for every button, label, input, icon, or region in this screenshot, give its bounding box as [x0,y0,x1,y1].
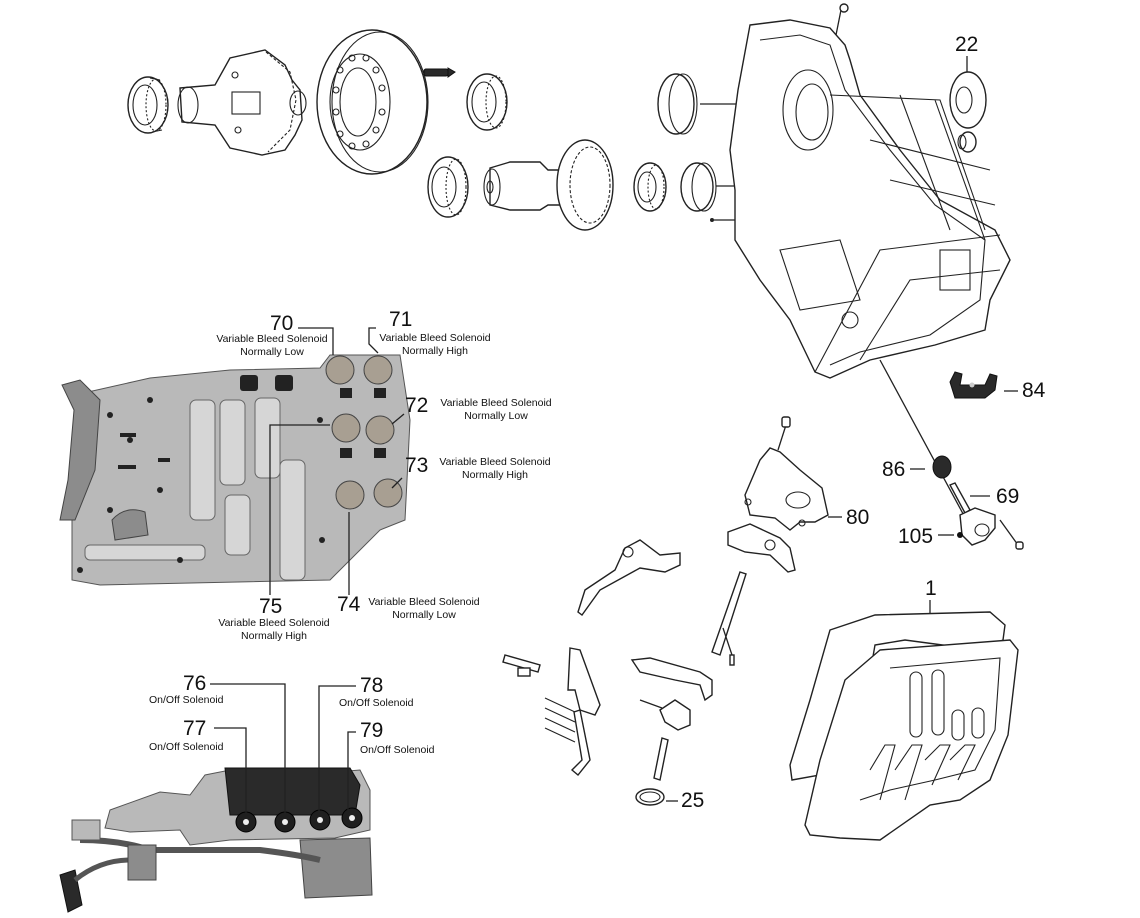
callout-77-number: 77 [183,717,207,740]
callout-1-number: 1 [925,577,937,600]
callout-76-number: 76 [183,672,207,695]
callout-78-number: 78 [360,674,384,697]
valve-body-leaders [269,327,405,595]
callout-75-line1: Variable Bleed Solenoid [218,617,330,629]
callout-70-label: Variable Bleed Solenoid Normally Low [212,333,332,359]
callout-22-number: 22 [955,33,979,56]
differential-case [177,49,307,156]
bracket-84 [949,371,1018,399]
oil-seal [949,56,987,129]
callout-73-line2: Normally High [462,469,528,481]
callout-74-line1: Variable Bleed Solenoid [368,596,480,608]
callout-73-label: Variable Bleed Solenoid Normally High [435,456,555,482]
callout-80-number: 80 [846,506,870,529]
part-69 [949,482,990,514]
output-pinion-shaft [483,139,614,231]
callout-75-line2: Normally High [241,630,307,642]
callout-86-number: 86 [882,458,906,481]
plug [957,131,977,153]
callout-69-number: 69 [996,485,1020,508]
valve-body [59,354,411,586]
solenoid-pack [59,767,373,913]
oil-pan [789,600,1019,841]
differential-bearing-right [466,73,508,131]
callout-79-number: 79 [360,719,384,742]
transmission-case [729,3,1011,379]
stud-bolt [423,67,456,78]
callout-73-line1: Variable Bleed Solenoid [439,456,551,468]
callout-70-line1: Variable Bleed Solenoid [216,333,328,345]
callout-77-line1: On/Off Solenoid [149,741,224,753]
callout-72-line2: Normally Low [464,410,528,422]
callout-76-line1: On/Off Solenoid [149,694,224,706]
part-105 [938,507,1024,550]
callout-72-label: Variable Bleed Solenoid Normally Low [436,397,556,423]
callout-74-label: Variable Bleed Solenoid Normally Low [364,596,484,622]
o-ring [635,788,678,806]
callout-72-line1: Variable Bleed Solenoid [440,397,552,409]
shift-linkage [502,539,713,781]
part-86 [910,455,952,479]
callout-71-line1: Variable Bleed Solenoid [379,332,491,344]
pinion-bearing [427,156,469,218]
callout-71-number: 71 [389,308,413,331]
differential-bearing-left [127,76,169,134]
pinion-bearing-small [633,162,667,212]
callout-74-line2: Normally Low [392,609,456,621]
callout-105-number: 105 [898,525,934,548]
detent-bracket [727,523,796,573]
manual-shaft [711,571,747,666]
callout-70-line2: Normally Low [240,346,304,358]
callout-71-line2: Normally High [402,345,468,357]
callout-75-label: Variable Bleed Solenoid Normally High [214,617,334,643]
callout-72-number: 72 [405,394,429,417]
solenoid-pack-leaders [210,683,356,814]
callout-75-number: 75 [259,595,283,618]
ring-gear [316,29,429,175]
callout-78-line1: On/Off Solenoid [339,697,414,709]
callout-73-number: 73 [405,454,429,477]
callout-79-line1: On/Off Solenoid [360,744,435,756]
callout-71-label: Variable Bleed Solenoid Normally High [375,332,495,358]
range-sensor [744,416,842,531]
extension-line [879,359,969,524]
callout-70-number: 70 [270,312,294,335]
callout-74-number: 74 [337,593,361,616]
callout-25-number: 25 [681,789,705,812]
callout-84-number: 84 [1022,379,1046,402]
